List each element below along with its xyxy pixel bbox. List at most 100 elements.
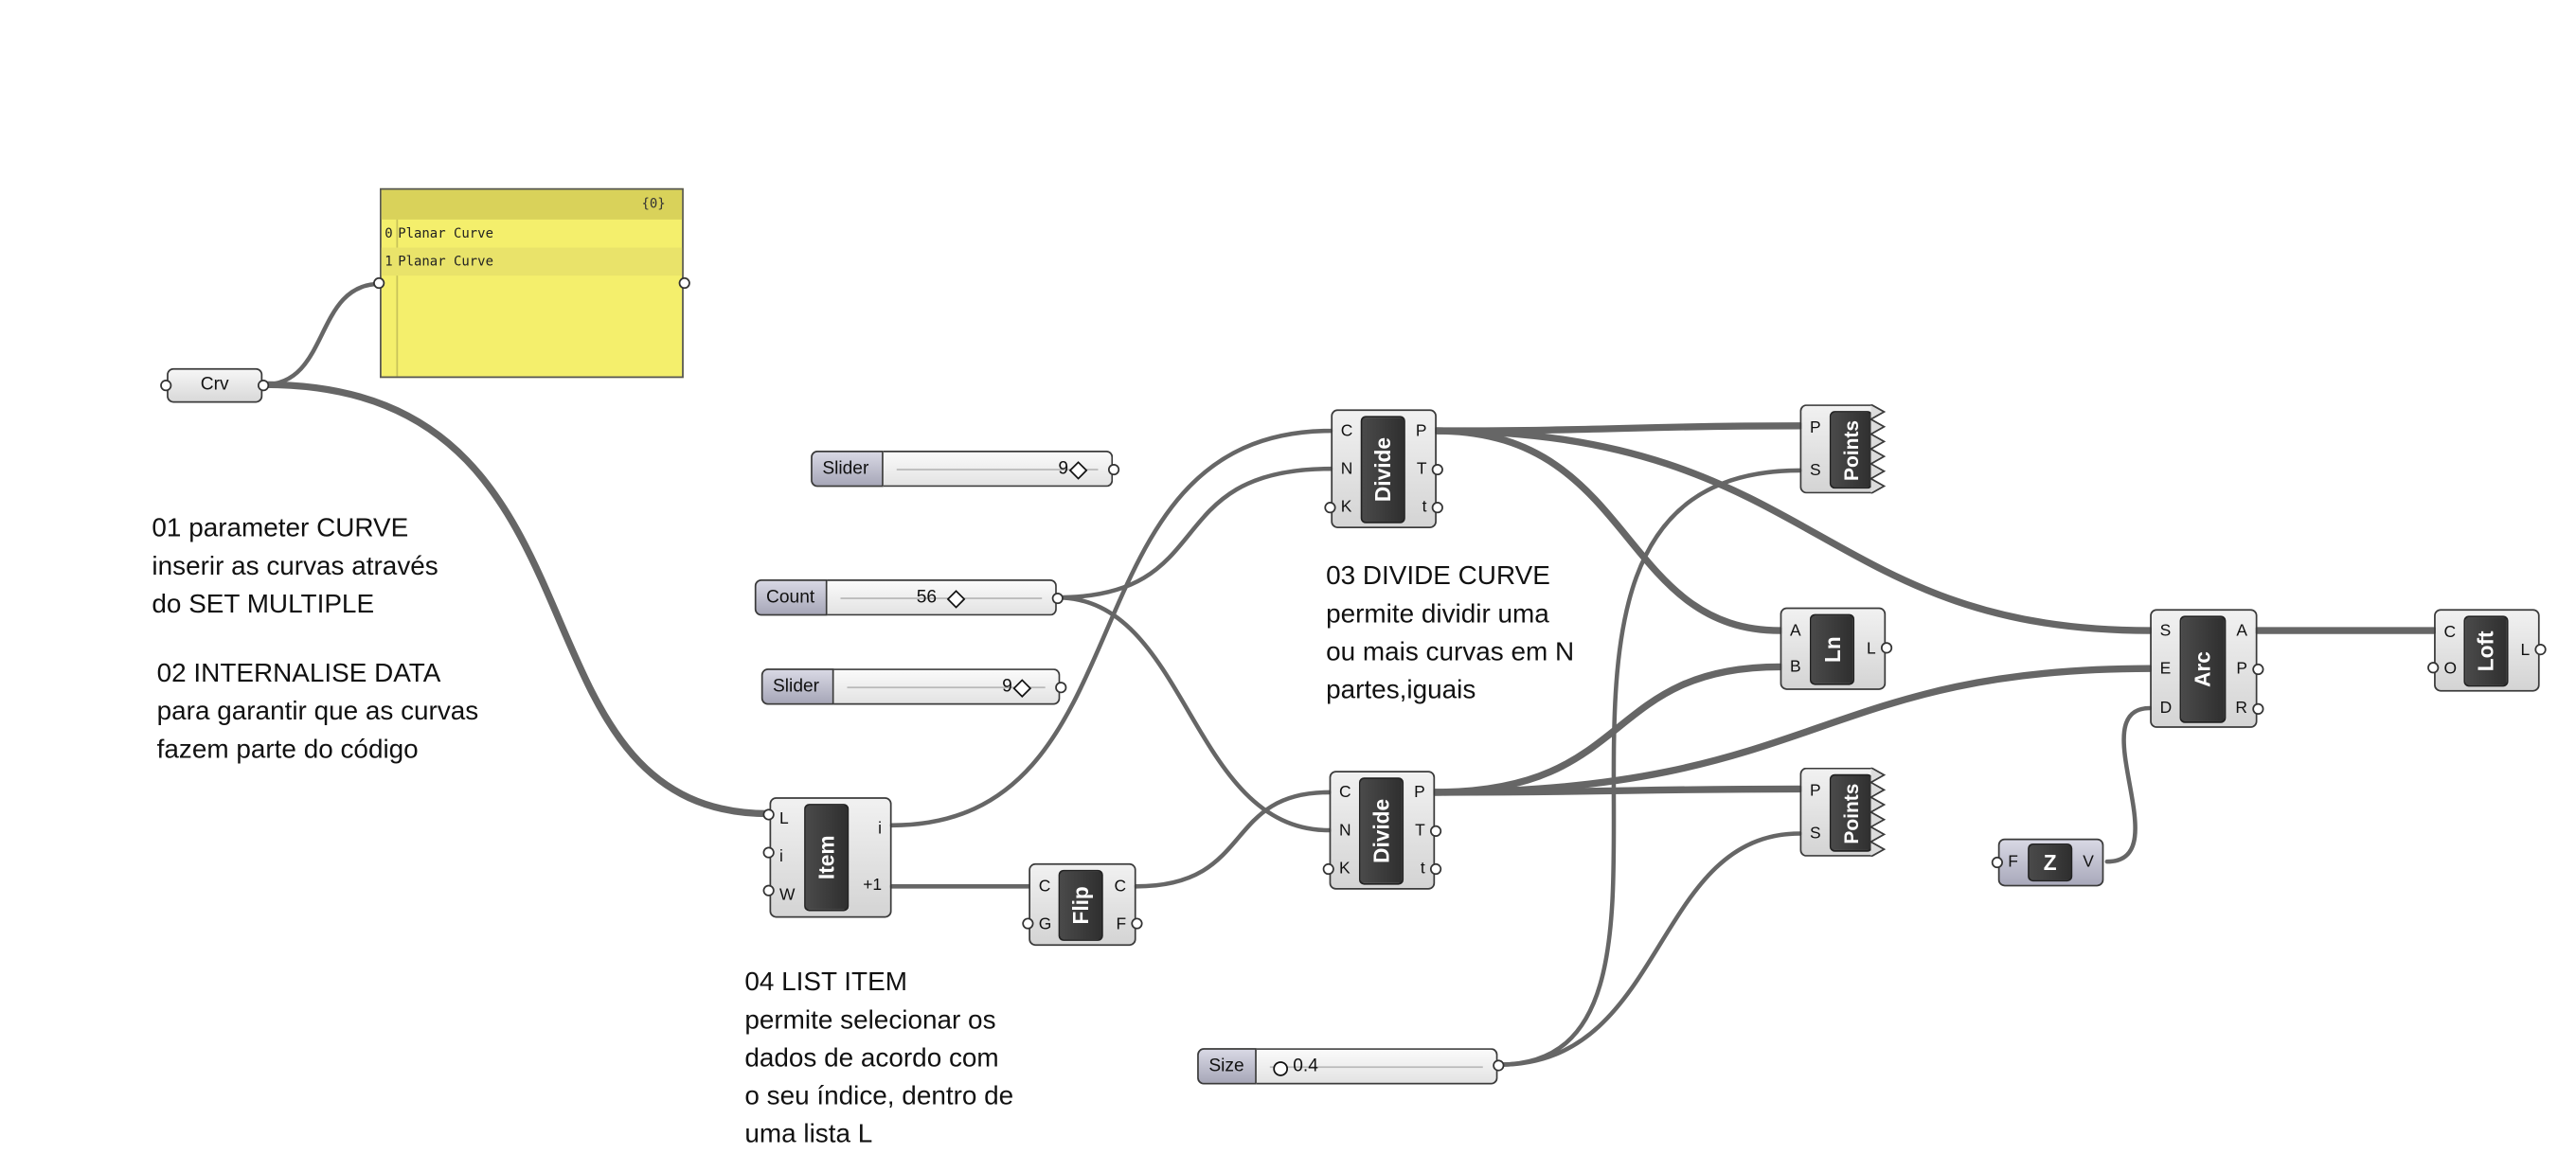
loft-L-grip[interactable] — [2534, 644, 2547, 656]
ln-name: Ln — [1819, 636, 1845, 663]
divide-curve-component-bottom[interactable]: C N K Divide P T t — [1329, 771, 1436, 890]
size-slider-track[interactable]: 0.4 — [1256, 1048, 1498, 1085]
ln-name-band: Ln — [1809, 613, 1855, 685]
divide-bottom-input-C: C — [1339, 784, 1351, 803]
size-output-grip[interactable] — [1493, 1059, 1505, 1072]
line-component[interactable]: A B Ln L — [1780, 607, 1887, 690]
divide-top-T-grip[interactable] — [1431, 463, 1443, 476]
item-name: Item — [814, 835, 839, 880]
flip-name: Flip — [1068, 886, 1094, 925]
points-component-top[interactable]: P S Points — [1799, 404, 1873, 494]
item-W-grip[interactable] — [762, 884, 775, 897]
note-line: dados de acordo com — [744, 1044, 999, 1074]
item-i-grip[interactable] — [762, 846, 775, 859]
item-output-plus1: +1 — [863, 876, 883, 896]
crv-output-grip[interactable] — [258, 380, 270, 392]
arc-name-band: Arc — [2179, 615, 2227, 723]
slider-bottom-grip[interactable] — [1012, 679, 1032, 698]
note-line: 02 INTERNALISE DATA — [156, 660, 441, 689]
points-top-name-band: Points — [1829, 411, 1873, 489]
flip-F-grip[interactable] — [1131, 917, 1143, 930]
item-input-L: L — [778, 810, 789, 829]
item-L-grip[interactable] — [762, 808, 775, 821]
arc-input-S: S — [2159, 622, 2172, 641]
points-top-input-S: S — [1809, 462, 1821, 481]
crv-parameter[interactable]: Crv — [167, 367, 263, 403]
note-line: uma lista L — [744, 1120, 873, 1149]
slider-ticks — [840, 597, 1043, 599]
note-line: 01 parameter CURVE — [152, 515, 409, 543]
note-01-parameter-curve: 01 parameter CURVE inserir as curvas atr… — [152, 510, 438, 624]
slider-top[interactable]: Slider 9 — [811, 451, 1114, 488]
crv-input-grip[interactable] — [160, 380, 172, 392]
slider-top-track[interactable]: 9 — [883, 451, 1114, 488]
divide-top-t-grip[interactable] — [1431, 502, 1443, 514]
data-panel[interactable]: {0} 0 Planar Curve 1 Planar Curve — [380, 187, 684, 379]
size-slider[interactable]: Size 0.4 — [1197, 1048, 1498, 1085]
points-top-name: Points — [1839, 419, 1863, 481]
divide-bottom-name-band: Divide — [1358, 777, 1404, 885]
slider-top-label: Slider — [811, 451, 884, 488]
flip-input-C: C — [1038, 878, 1051, 897]
loft-output-L: L — [2520, 642, 2531, 661]
divide-bottom-T-grip[interactable] — [1429, 825, 1442, 838]
wire-divbot-arc — [1431, 665, 2154, 796]
divide-top-input-K: K — [1340, 498, 1352, 517]
note-line: permite selecionar os — [744, 1006, 996, 1036]
slider-bottom-track[interactable]: 9 — [833, 668, 1061, 705]
arc-R-grip[interactable] — [2252, 702, 2264, 715]
size-slider-label: Size — [1197, 1048, 1257, 1085]
z-F-grip[interactable] — [1991, 856, 2003, 869]
panel-row-index: 1 — [385, 254, 393, 270]
list-item-component[interactable]: L i W Item i +1 — [769, 797, 892, 918]
points-bottom-name-band: Points — [1829, 773, 1873, 852]
divide-bottom-t-grip[interactable] — [1429, 862, 1442, 876]
wire-item-divide-top — [889, 428, 1333, 828]
slider-ticks — [1269, 1066, 1483, 1069]
count-slider-track[interactable]: 56 — [827, 579, 1057, 616]
loft-component[interactable]: C O Loft L — [2434, 609, 2540, 692]
size-slider-grip[interactable] — [1273, 1061, 1289, 1076]
divide-top-name-band: Divide — [1360, 416, 1405, 524]
loft-input-O: O — [2443, 660, 2458, 679]
wire-crv-panel — [261, 281, 383, 387]
points-top-zigzag-edge — [1870, 404, 1887, 494]
points-component-bottom[interactable]: P S Points — [1799, 767, 1873, 857]
slider-bottom-output-grip[interactable] — [1055, 682, 1067, 694]
arc-output-A: A — [2236, 622, 2248, 641]
count-output-grip[interactable] — [1051, 592, 1064, 605]
divide-top-K-grip[interactable] — [1324, 502, 1336, 514]
slider-bottom[interactable]: Slider 9 — [760, 668, 1061, 705]
panel-output-grip[interactable] — [678, 276, 690, 290]
slider-bottom-value: 9 — [1002, 676, 1012, 697]
wire-size-points-top — [1496, 468, 1802, 1067]
unit-z-component[interactable]: F Z V — [1997, 838, 2104, 887]
flip-G-grip[interactable] — [1022, 917, 1034, 930]
divide-curve-component-top[interactable]: C N K Divide P T t — [1331, 409, 1437, 528]
loft-O-grip[interactable] — [2427, 662, 2440, 674]
note-line: para garantir que as curvas — [156, 698, 479, 727]
note-line: do SET MULTIPLE — [152, 591, 375, 619]
count-slider[interactable]: Count 56 — [754, 579, 1057, 616]
panel-input-grip[interactable] — [373, 276, 385, 290]
slider-ticks — [847, 686, 1046, 689]
note-line: ou mais curvas em N — [1326, 638, 1575, 667]
count-slider-grip[interactable] — [946, 590, 966, 609]
note-line: 04 LIST ITEM — [744, 968, 907, 998]
note-line: 03 DIVIDE CURVE — [1326, 562, 1550, 592]
wire-count-divide-bottom — [1054, 595, 1332, 833]
slider-bottom-label: Slider — [760, 668, 834, 705]
ln-L-grip[interactable] — [1880, 642, 1893, 654]
panel-row-index: 0 — [385, 225, 393, 241]
slider-top-output-grip[interactable] — [1107, 463, 1120, 476]
loft-name: Loft — [2473, 630, 2499, 672]
flip-output-C: C — [1114, 878, 1127, 897]
divide-bottom-K-grip[interactable] — [1322, 862, 1334, 876]
flip-component[interactable]: C G Flip C F — [1029, 862, 1136, 947]
z-output-V: V — [2083, 853, 2094, 872]
slider-top-grip[interactable] — [1068, 461, 1088, 480]
arc-P-grip[interactable] — [2252, 663, 2264, 676]
arc-component[interactable]: S E D Arc A P R — [2150, 609, 2258, 728]
